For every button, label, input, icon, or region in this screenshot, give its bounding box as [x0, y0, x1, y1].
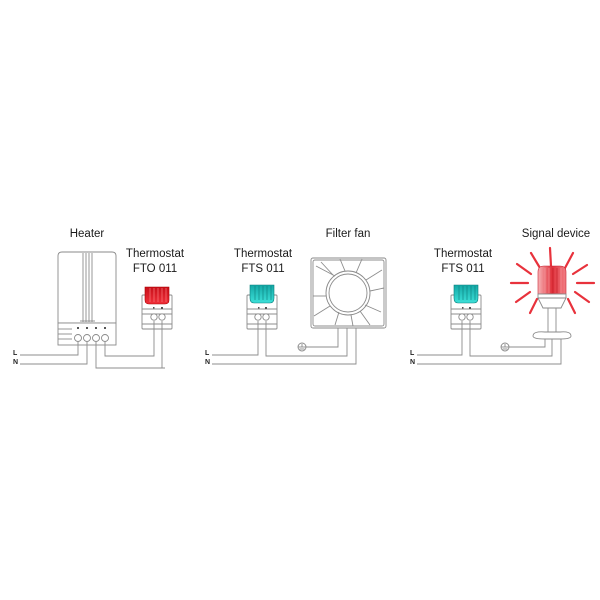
thermostat-2-model: FTS 011	[241, 263, 285, 275]
signal-beacon-icon	[509, 246, 596, 340]
signal-wiring	[417, 321, 562, 365]
heater-wiring	[20, 321, 165, 369]
fan-wiring	[212, 321, 357, 365]
fan-icon	[310, 257, 387, 329]
thermostat-1-title: Thermostat	[125, 248, 185, 260]
heater-icon	[57, 251, 117, 346]
heater-label: Heater	[69, 228, 105, 240]
thermostat-fts011-icon-2	[450, 284, 482, 330]
rail-label-neutral-1: N	[13, 359, 19, 366]
thermostat-fts011-icon	[246, 284, 278, 330]
rail-label-neutral-3: N	[410, 359, 416, 366]
circuit-signal-device	[417, 246, 596, 365]
signal-device-label: Signal device	[521, 228, 591, 240]
thermostat-fto011-icon	[141, 286, 173, 330]
beacon-rays-icon	[509, 246, 596, 315]
circuit-heater	[20, 251, 173, 369]
fan-label: Filter fan	[325, 228, 371, 240]
thermostat-3-title: Thermostat	[433, 248, 493, 260]
circuit-filter-fan	[212, 257, 387, 365]
rail-label-live-1: L	[13, 350, 18, 357]
rail-label-neutral-2: N	[205, 359, 211, 366]
ground-icon-fan	[297, 342, 307, 352]
rail-label-live-3: L	[410, 350, 415, 357]
ground-icon-signal	[500, 342, 510, 352]
thermostat-3-model: FTS 011	[441, 263, 485, 275]
thermostat-1-model: FTO 011	[132, 263, 178, 275]
rail-label-live-2: L	[205, 350, 210, 357]
thermostat-2-title: Thermostat	[233, 248, 293, 260]
